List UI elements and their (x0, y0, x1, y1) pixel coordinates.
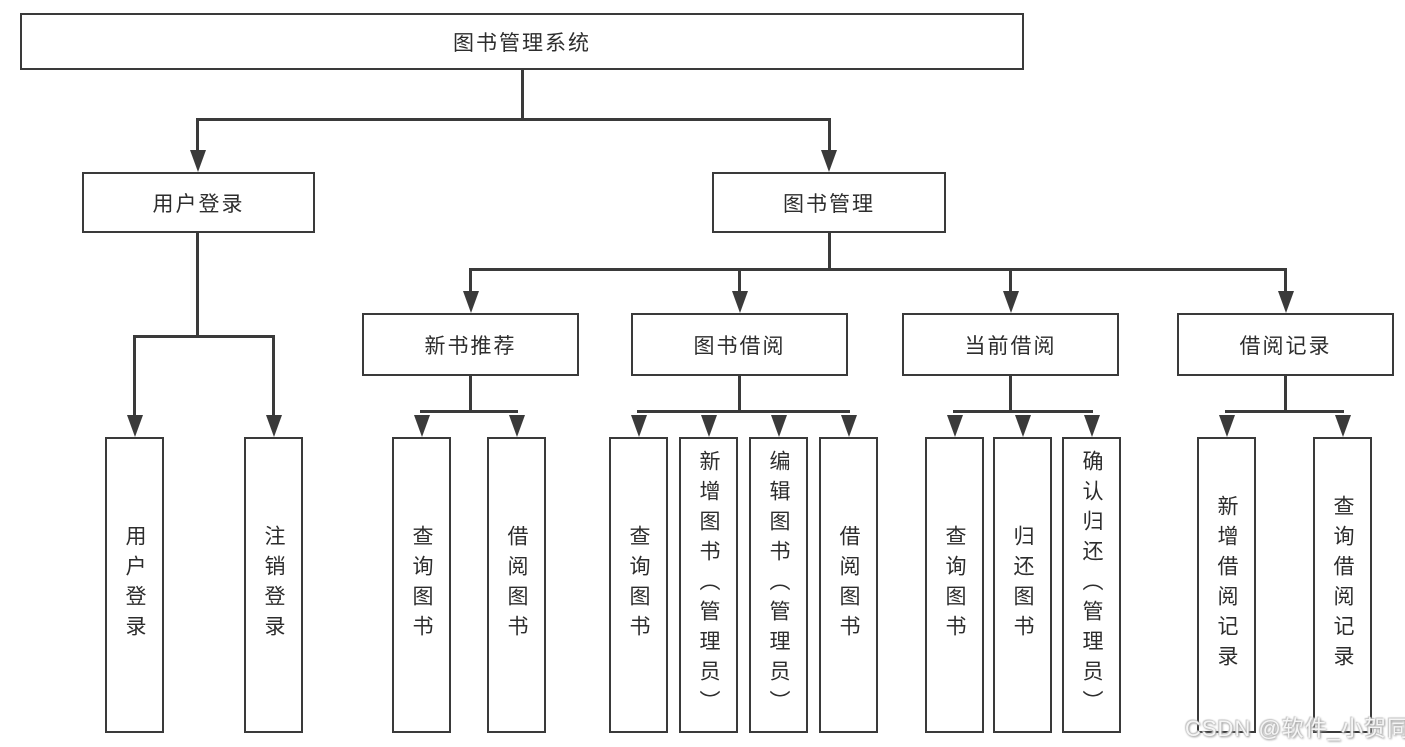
arrowhead-down-icon (770, 415, 787, 437)
connector-root-stem (520, 70, 524, 121)
leaf-box-query-borrow-record: 查询借阅记录 (1313, 437, 1372, 733)
node-label: 借阅记录 (1239, 334, 1332, 358)
connector-current-borrowing-stem (1009, 376, 1012, 413)
node-label: 图书管理系统 (453, 31, 591, 55)
node-borrow-records: 借阅记录 (1177, 313, 1394, 376)
leaf-label: 注销登录 (262, 525, 285, 645)
leaf-box-borrow-book-borrowing: 借阅图书 (819, 437, 878, 733)
connector-new-book-recommend-stem (469, 376, 472, 413)
connector-root-to-user-login (196, 118, 199, 150)
connector-to-new-book-recommend (469, 268, 472, 293)
node-current-borrowing: 当前借阅 (902, 313, 1119, 376)
leaf-box-return-book: 归还图书 (993, 437, 1052, 733)
connector-book-management-stem (827, 233, 831, 271)
node-label: 新书推荐 (424, 334, 517, 358)
csdn-watermark: CSDN @软件_小贺同学 (1185, 716, 1405, 741)
connector-book-borrowing-branch (637, 410, 850, 413)
leaf-box-logout: 注销登录 (244, 437, 303, 733)
leaf-label: 查询图书 (627, 525, 650, 645)
leaf-label: 新增图书（管理员） (697, 450, 720, 720)
leaf-label: 查询借阅记录 (1331, 495, 1354, 675)
connector-to-borrow-records (1284, 268, 1287, 293)
connector-user-login-branch (133, 335, 275, 338)
connector-borrow-records-branch (1225, 410, 1344, 413)
node-book-management: 图书管理 (712, 172, 946, 233)
node-label: 图书管理 (783, 192, 875, 216)
node-user-login: 用户登录 (82, 172, 315, 233)
arrowhead-down-icon (189, 150, 206, 172)
arrowhead-down-icon (1277, 291, 1294, 313)
leaf-box-edit-book-admin: 编辑图书（管理员） (749, 437, 808, 733)
arrowhead-down-icon (630, 415, 647, 437)
node-new-book-recommend: 新书推荐 (362, 313, 579, 376)
leaf-label: 确认归还（管理员） (1080, 450, 1103, 720)
connector-borrow-records-stem (1284, 376, 1287, 413)
arrowhead-down-icon (265, 415, 282, 437)
connector-new-book-recommend-branch (420, 410, 518, 413)
connector-book-borrowing-stem (738, 376, 741, 413)
arrowhead-down-icon (1083, 415, 1100, 437)
leaf-box-add-book-admin: 新增图书（管理员） (679, 437, 738, 733)
arrowhead-down-icon (462, 291, 479, 313)
leaf-box-add-borrow-record: 新增借阅记录 (1197, 437, 1256, 733)
leaf-label: 用户登录 (123, 525, 146, 645)
arrowhead-down-icon (1218, 415, 1235, 437)
connector-to-book-borrowing (738, 268, 741, 293)
leaf-box-query-books-recommend: 查询图书 (392, 437, 451, 733)
arrowhead-down-icon (1002, 291, 1019, 313)
leaf-label: 编辑图书（管理员） (767, 450, 790, 720)
arrowhead-down-icon (126, 415, 143, 437)
connector-current-borrowing-branch (953, 410, 1093, 413)
arrowhead-down-icon (821, 150, 837, 172)
arrowhead-down-icon (1334, 415, 1351, 437)
node-label: 当前借阅 (964, 334, 1057, 358)
node-label: 用户登录 (152, 192, 245, 216)
connector-root-to-book-management (827, 118, 831, 150)
leaf-box-query-books-borrowing: 查询图书 (609, 437, 668, 733)
arrowhead-down-icon (700, 415, 717, 437)
leaf-box-confirm-return-admin: 确认归还（管理员） (1062, 437, 1121, 733)
connector-to-leaf-user-login (133, 335, 136, 415)
connector-to-current-borrowing (1009, 268, 1012, 293)
connector-to-leaf-logout (272, 335, 275, 415)
arrowhead-down-icon (508, 415, 525, 437)
leaf-label: 查询图书 (943, 525, 966, 645)
arrowhead-down-icon (840, 415, 857, 437)
node-book-borrowing: 图书借阅 (631, 313, 848, 376)
connector-root-branch (196, 118, 831, 121)
arrowhead-down-icon (731, 291, 748, 313)
leaf-label: 借阅图书 (505, 525, 528, 645)
connector-user-login-stem (196, 233, 199, 338)
node-label: 图书借阅 (693, 334, 786, 358)
leaf-label: 查询图书 (410, 525, 433, 645)
arrowhead-down-icon (413, 415, 430, 437)
leaf-label: 归还图书 (1011, 525, 1034, 645)
leaf-box-borrow-book-recommend: 借阅图书 (487, 437, 546, 733)
connector-book-management-branch (469, 268, 1287, 271)
arrowhead-down-icon (1014, 415, 1031, 437)
leaf-box-query-books-current: 查询图书 (925, 437, 984, 733)
leaf-label: 借阅图书 (837, 525, 860, 645)
leaf-box-user-login: 用户登录 (105, 437, 164, 733)
leaf-label: 新增借阅记录 (1215, 495, 1238, 675)
node-library-management-system: 图书管理系统 (20, 13, 1024, 70)
arrowhead-down-icon (946, 415, 963, 437)
